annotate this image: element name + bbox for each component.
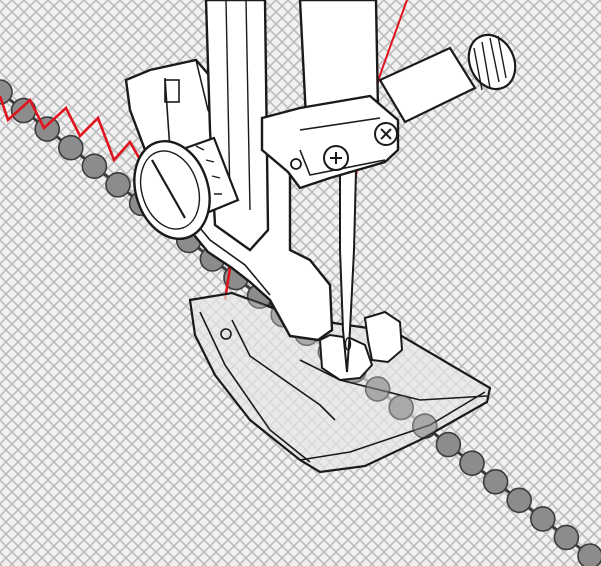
bead <box>553 524 580 551</box>
bead <box>577 543 601 566</box>
bead <box>105 172 131 198</box>
toe-guide <box>363 310 404 364</box>
bead <box>435 431 462 458</box>
presser-bar-highlight <box>225 0 251 211</box>
bead <box>529 506 556 532</box>
sole-groove <box>199 311 336 463</box>
plus-screw-icon <box>323 145 349 171</box>
needle <box>339 169 358 373</box>
needle-eye <box>344 337 352 351</box>
sole-rivet <box>220 328 232 340</box>
clamp-knob <box>378 33 517 124</box>
shank-slot <box>164 79 180 103</box>
bead <box>0 79 13 105</box>
bead-under-foot <box>388 394 415 421</box>
bead <box>58 134 84 161</box>
presser-bar <box>204 0 270 252</box>
bead <box>482 468 509 495</box>
bead <box>459 450 485 477</box>
bead <box>34 116 61 142</box>
thumbscrew-knob <box>133 136 240 241</box>
needle-clamp-face <box>299 117 386 176</box>
bead-under-foot <box>364 376 391 402</box>
clamp-pin <box>290 158 302 170</box>
cross-screw-icon <box>374 122 398 146</box>
bead <box>506 487 533 514</box>
bead <box>81 153 108 179</box>
